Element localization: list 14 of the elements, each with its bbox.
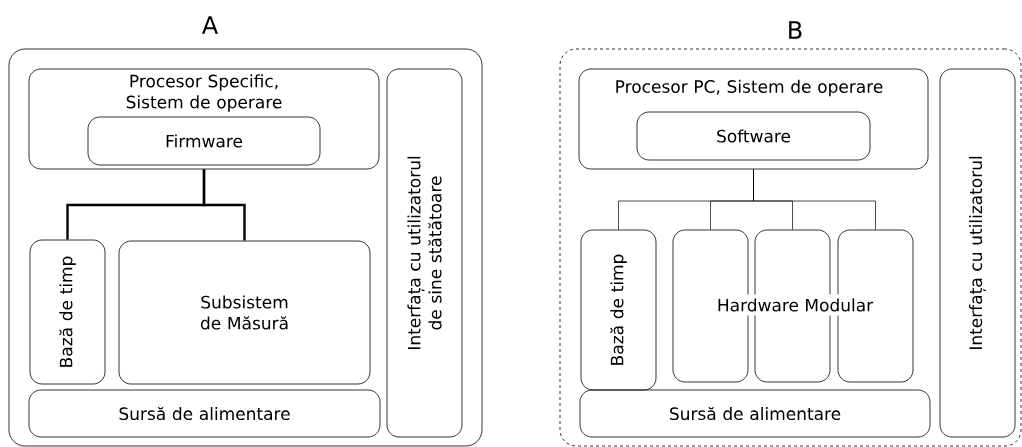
panel-title: A (202, 16, 218, 34)
measurement-box: Subsistem de Măsură (118, 240, 371, 385)
power-supply-box: Sursă de alimentare (579, 389, 931, 438)
power-supply-box: Sursă de alimentare (28, 389, 381, 438)
connector-line (753, 169, 876, 230)
interface-box: Interfața cu utilizatorul de sine stătătoare (386, 68, 463, 438)
firmware-box: Firmware (87, 116, 321, 166)
time-base-box: Bază de timp (29, 239, 106, 385)
time-base-box: Bază de timp (580, 229, 657, 391)
interface-box: Interfața cu utilizatorul (939, 68, 1016, 438)
module-box: Hardware Modular (712, 229, 878, 383)
software-box: Software (636, 111, 871, 161)
panel-title: B (789, 21, 802, 39)
connector-line (202, 169, 246, 241)
